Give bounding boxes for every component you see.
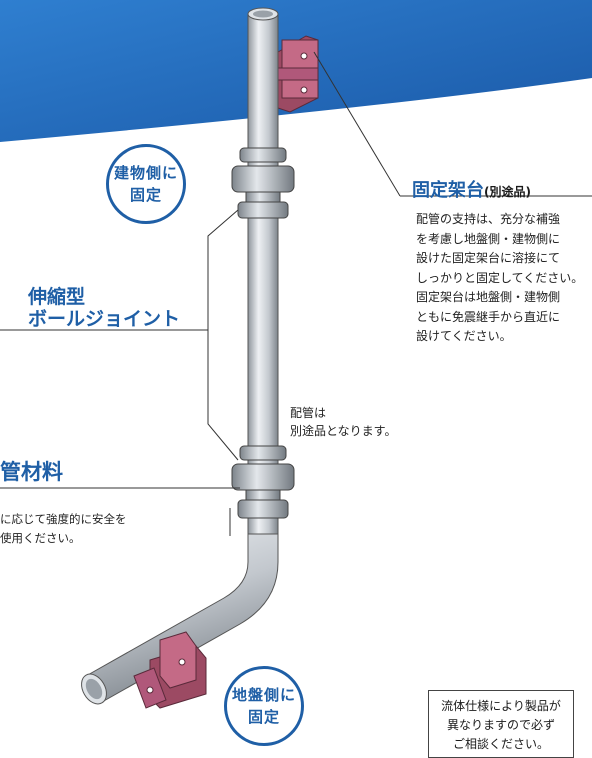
fixing-base-line: 設けてください。 [416, 329, 512, 343]
fixing-base-heading: 固定架台(別途品) [412, 176, 531, 202]
building-side-line2: 固定 [129, 186, 162, 204]
fixing-base-line: しっかりと固定してください。 [416, 270, 584, 285]
building-side-fixed-badge: 建物側に 固定 [106, 144, 186, 224]
fixing-base-title: 固定架台 [412, 180, 484, 201]
pipe-material-line: 使用ください。 [0, 531, 81, 545]
pipe-material-line: に応じて強度的に安全を [0, 512, 127, 526]
ground-side-line1: 地盤側に [231, 686, 296, 704]
ball-joint-line1: 伸縮型 [28, 286, 86, 308]
ground-side-fixed-badge: 地盤側に 固定 [224, 666, 304, 746]
ball-joint-line2: ボールジョイント [28, 308, 181, 330]
pipe-material-description: に応じて強度的に安全を 使用ください。 [0, 510, 220, 548]
fixing-base-line: を考慮し地盤側・建物側に [416, 231, 561, 246]
leader-lines [0, 51, 592, 536]
piping-note-line1: 配管は [290, 406, 327, 420]
consult-notice-box: 流体仕様により製品が 異なりますので必ず ご相談ください。 [428, 690, 574, 758]
upper-fixing-bracket [269, 35, 319, 113]
ground-side-line2: 固定 [247, 708, 280, 726]
notice-line2: 異なりますので必ず [446, 718, 555, 732]
fixing-base-line: 配管の支持は、充分な補強 [416, 212, 561, 226]
piping-note: 配管は 別途品となります。 [290, 404, 430, 440]
building-side-line1: 建物側に [113, 164, 178, 182]
upper-joint-flanges [231, 147, 295, 219]
fixing-base-suffix: (別途品) [484, 185, 531, 199]
notice-line3: ご相談ください。 [452, 737, 549, 751]
pipe-material-heading: 管材料 [0, 460, 63, 484]
ball-joint-heading: 伸縮型 ボールジョイント [28, 286, 180, 330]
fixing-base-line: 設けた固定架台に溶接にて [416, 251, 561, 265]
notice-line1: 流体仕様により製品が [441, 699, 561, 713]
fixing-base-description: 配管の支持は、充分な補強 を考慮し地盤側・建物側に 設けた固定架台に溶接にて し… [416, 210, 592, 347]
fixing-base-line: ともに免震継手から直近に [416, 309, 561, 324]
lower-joint-flanges [231, 445, 295, 519]
lower-fixing-bracket [133, 631, 207, 709]
piping-note-line2: 別途品となります。 [290, 424, 397, 438]
fixing-base-line: 固定架台は地盤側・建物側 [416, 290, 561, 304]
